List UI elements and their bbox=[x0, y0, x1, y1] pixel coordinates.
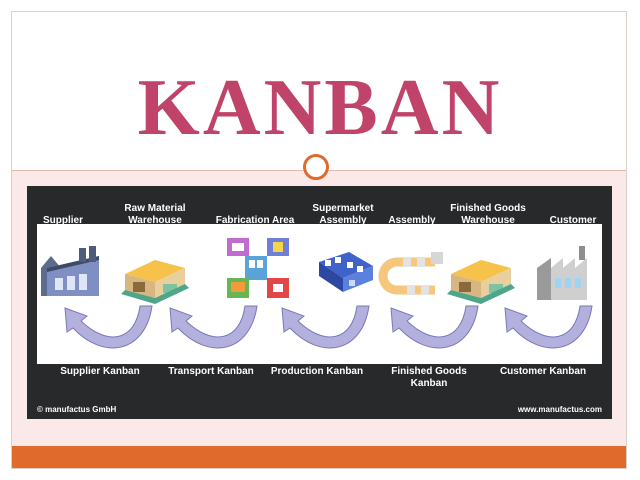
supplier-kanban-arrow-icon bbox=[64, 305, 153, 349]
stage-label-assembly: Assembly bbox=[388, 215, 436, 226]
finished-goods-kanban-arrow-icon bbox=[390, 305, 479, 349]
supplier-factory-icon bbox=[41, 246, 99, 296]
kanban-label-production: Production Kanban bbox=[270, 366, 364, 377]
raw-material-warehouse-icon bbox=[121, 260, 189, 304]
customer-factory-icon bbox=[537, 246, 587, 300]
stage-label-finished-goods-warehouse: Finished Goods Warehouse bbox=[450, 203, 526, 226]
website-text: www.manufactus.com bbox=[517, 405, 602, 414]
divider-line-right bbox=[329, 170, 626, 171]
stage-label-supplier: Supplier bbox=[42, 215, 83, 226]
divider-line-left bbox=[12, 170, 303, 171]
customer-kanban-arrow-icon bbox=[504, 305, 593, 349]
stage-label-fabrication-area: Fabrication Area bbox=[215, 215, 295, 226]
stage-label-supermarket-assembly: Supermarket Assembly bbox=[312, 203, 374, 226]
kanban-label-supplier: Supplier Kanban bbox=[60, 366, 140, 377]
slide-title: KANBAN bbox=[137, 64, 503, 152]
stage-label-raw-material-warehouse: Raw Material Warehouse bbox=[124, 203, 186, 226]
supermarket-assembly-icon bbox=[319, 252, 373, 292]
production-kanban-arrow-icon bbox=[281, 305, 370, 349]
transport-kanban-arrow-icon bbox=[169, 305, 258, 349]
kanban-label-customer: Customer Kanban bbox=[499, 366, 587, 377]
circle-ornament-icon bbox=[303, 154, 329, 180]
bottom-accent-bar bbox=[12, 446, 626, 468]
finished-goods-warehouse-icon bbox=[447, 260, 515, 304]
stage-label-customer: Customer bbox=[549, 215, 597, 226]
copyright-text: © manufactus GmbH bbox=[37, 405, 117, 414]
assembly-line-icon bbox=[378, 252, 443, 295]
kanban-label-finished-goods: Finished Goods Kanban bbox=[391, 366, 467, 389]
fabrication-area-icon bbox=[227, 238, 289, 298]
kanban-flow-diagram: Supplier Raw Material Warehouse Fabricat… bbox=[27, 186, 612, 419]
diagram-canvas bbox=[37, 224, 602, 364]
kanban-label-transport: Transport Kanban bbox=[168, 366, 254, 377]
